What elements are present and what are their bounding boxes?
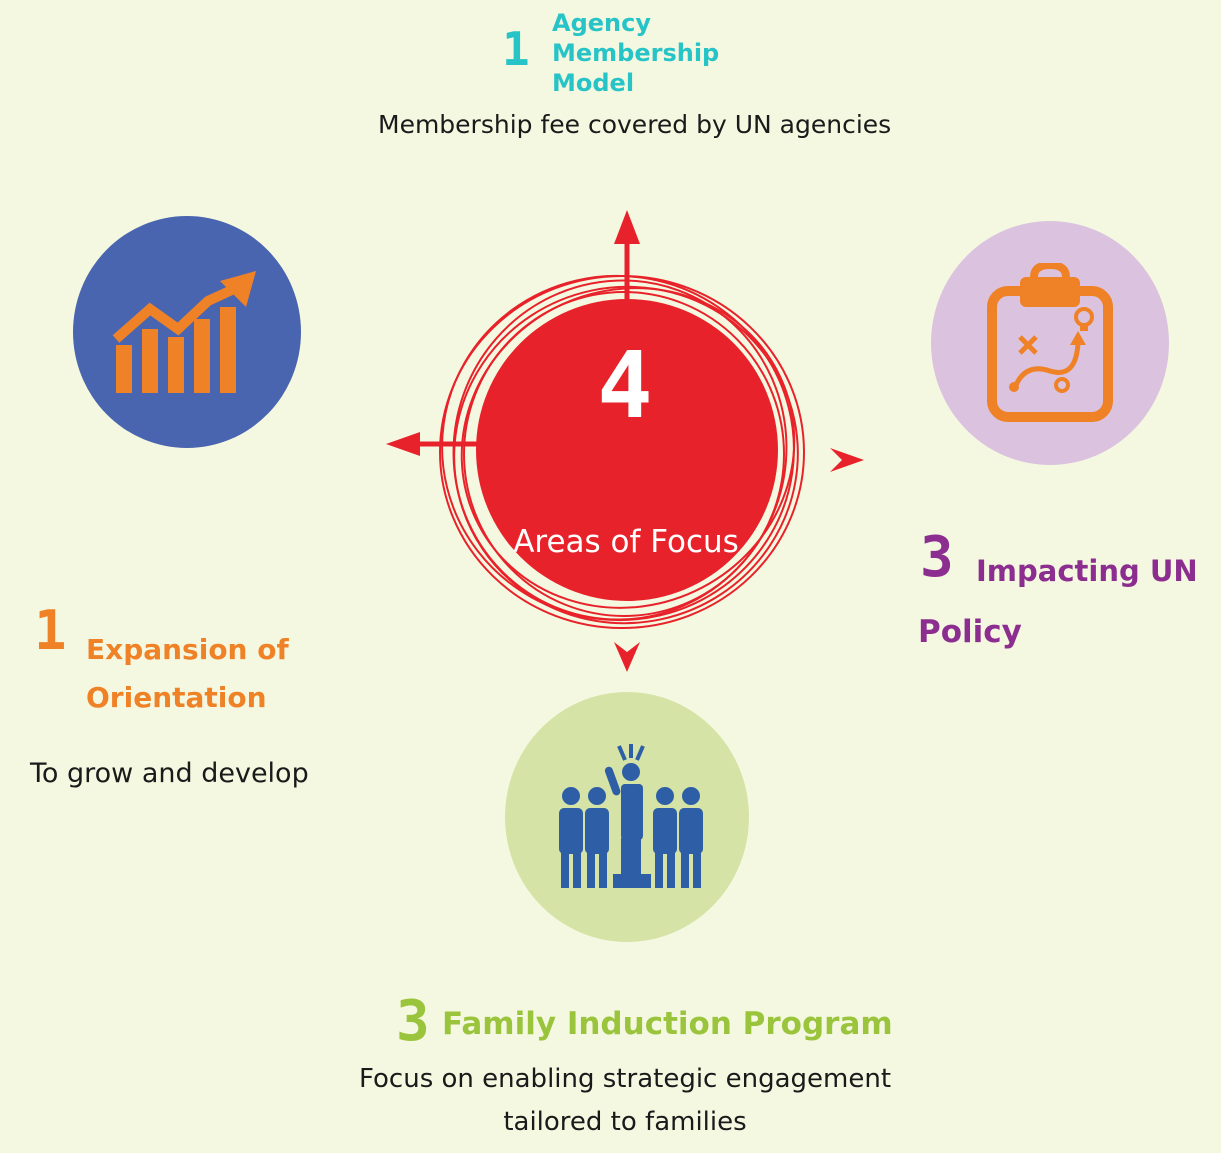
left-item-description: To grow and develop xyxy=(30,758,309,789)
left-item-number: 1 xyxy=(34,599,67,662)
growth-circle xyxy=(73,216,301,448)
strategy-circle xyxy=(931,221,1169,465)
scribble-rings xyxy=(439,274,805,629)
arrow-up-head xyxy=(614,210,640,244)
arrow-down-head xyxy=(614,642,640,672)
left-title-line: Orientation xyxy=(86,681,267,714)
top-title-line: Membership xyxy=(552,39,720,67)
bottom-item-title: Family Induction Program xyxy=(442,1006,893,1042)
left-item-title: Expansion of Orientation xyxy=(86,626,289,722)
left-title-line: Expansion of xyxy=(86,633,289,666)
team-leader-icon xyxy=(559,744,703,888)
top-item-description: Membership fee covered by UN agencies xyxy=(378,110,892,139)
right-item-title-line2: Policy xyxy=(918,614,1022,650)
arrow-right-head xyxy=(830,448,864,472)
bottom-item-description: Focus on enabling strategic engagement t… xyxy=(300,1058,950,1144)
right-item-title-line1: Impacting UN xyxy=(976,554,1198,588)
bottom-desc-line: tailored to families xyxy=(503,1107,747,1137)
center-red-disc xyxy=(476,299,778,601)
team-circle xyxy=(505,692,749,942)
top-item-number: 1 xyxy=(502,22,530,76)
right-item-number: 3 xyxy=(920,525,954,590)
growth-chart-icon xyxy=(112,271,256,393)
center-number: 4 xyxy=(597,332,653,439)
top-item-title: Agency Membership Model xyxy=(552,8,719,98)
bottom-item-number: 3 xyxy=(396,989,430,1054)
top-title-line: Model xyxy=(552,69,635,97)
center-label: Areas of Focus xyxy=(513,524,739,560)
top-title-line: Agency xyxy=(552,9,651,37)
center-compass xyxy=(386,210,864,672)
arrow-left-head xyxy=(386,432,420,456)
bottom-desc-line: Focus on enabling strategic engagement xyxy=(358,1064,892,1094)
strategy-clipboard-icon xyxy=(987,263,1113,422)
